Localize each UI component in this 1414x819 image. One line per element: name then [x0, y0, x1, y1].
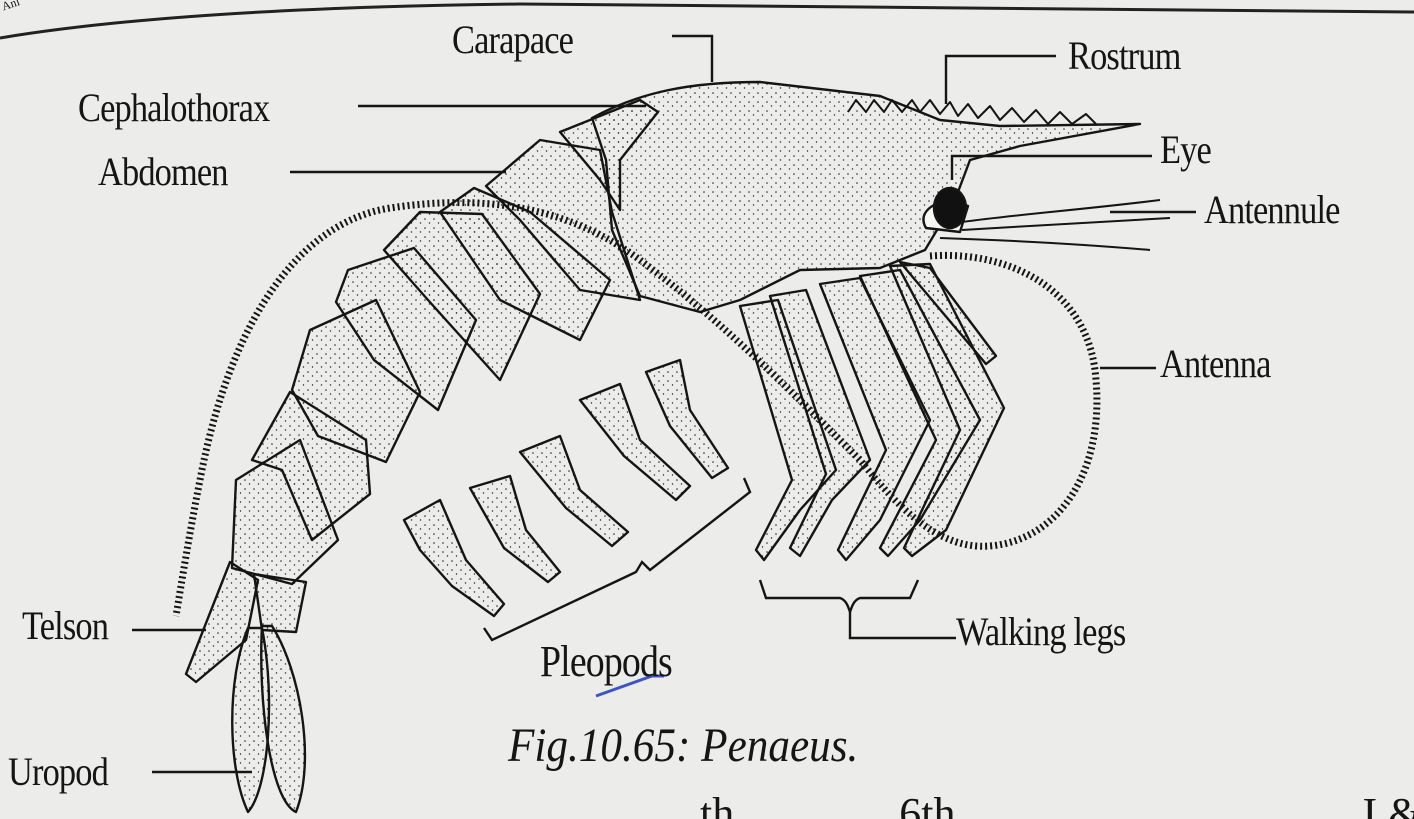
antenna-label: Antenna: [1160, 344, 1271, 384]
pleopods-shape: [404, 360, 728, 616]
uropod-shape: [232, 626, 305, 812]
page-edge-line: [0, 4, 1414, 38]
carapace-label: Carapace: [452, 20, 573, 60]
eye-label: Eye: [1160, 130, 1211, 170]
pleopods-label: Pleopods: [540, 640, 672, 684]
partial-text-line: th . . . . . . . 6th . . . . . . . . . .…: [700, 788, 1414, 819]
walking-legs-shape: [740, 262, 1004, 560]
uropod-label: Uropod: [8, 752, 108, 792]
walking-legs-label: Walking legs: [956, 612, 1125, 652]
abdomen-label: Abdomen: [98, 152, 228, 192]
rostrum-label: Rostrum: [1068, 36, 1180, 76]
rostrum-leader: [946, 56, 1056, 104]
walking-legs-leader: [850, 612, 956, 638]
telson-label: Telson: [22, 606, 108, 646]
walking-legs-bracket: [760, 580, 918, 612]
cephalothorax-label: Cephalothorax: [78, 88, 269, 128]
eye-leader: [952, 156, 1152, 180]
carapace-leader: [672, 36, 712, 82]
figure-caption: Fig.10.65: Penaeus.: [508, 718, 858, 773]
antennule-shape: [940, 200, 1170, 250]
shrimp-figure: [176, 82, 1170, 812]
antennule-label: Antennule: [1204, 190, 1340, 230]
eye-shape: [934, 188, 966, 228]
